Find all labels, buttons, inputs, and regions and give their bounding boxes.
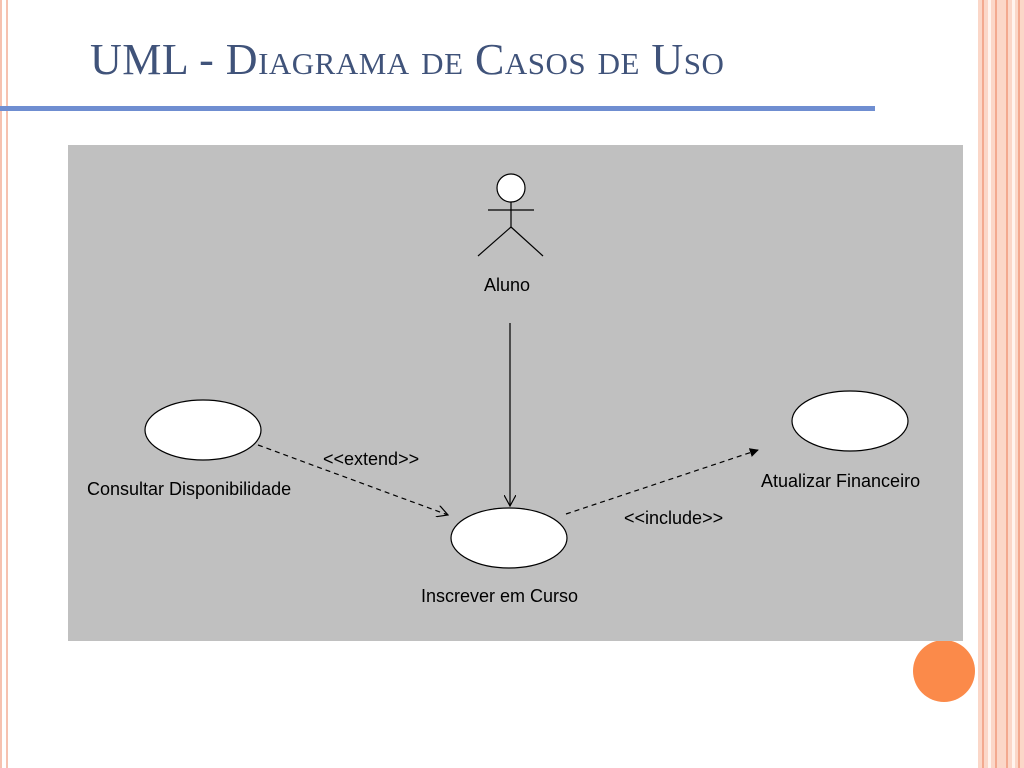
actor-left-leg bbox=[477, 226, 512, 257]
diagram-canvas: Aluno <<extend>> Consultar Disponibilida… bbox=[68, 145, 963, 641]
diagram-svg bbox=[144, 173, 909, 569]
extend-label: <<extend>> bbox=[323, 449, 420, 469]
actor-head bbox=[496, 173, 526, 203]
use-case-inscrever-ellipse bbox=[450, 507, 568, 569]
accent-circle bbox=[913, 640, 975, 702]
right-decor-line bbox=[995, 0, 997, 768]
extend-arrow bbox=[257, 444, 448, 515]
actor-label: Aluno bbox=[484, 275, 531, 295]
right-decor-line bbox=[988, 0, 991, 768]
use-case-consultar-label: Consultar Disponibilidade bbox=[87, 479, 292, 499]
include-label: <<include>> bbox=[624, 508, 724, 528]
left-decor-stripe bbox=[6, 0, 8, 768]
right-decor-line bbox=[1006, 0, 1008, 768]
title-underline bbox=[0, 106, 875, 111]
right-decor-line bbox=[982, 0, 984, 768]
right-decor-line bbox=[1012, 0, 1015, 768]
use-case-atualizar-label: Atualizar Financeiro bbox=[761, 471, 921, 491]
left-decor-stripe bbox=[0, 0, 2, 768]
use-case-consultar-ellipse bbox=[144, 399, 262, 461]
page-title: UML - Diagrama de Casos de Uso bbox=[90, 35, 725, 84]
actor-stick-figure bbox=[477, 173, 544, 257]
use-case-inscrever-label: Inscrever em Curso bbox=[421, 586, 579, 606]
actor-right-leg bbox=[510, 226, 544, 257]
include-arrow bbox=[565, 448, 759, 515]
right-decor-band bbox=[978, 0, 1024, 768]
use-case-atualizar-ellipse bbox=[791, 390, 909, 452]
right-decor-line bbox=[1018, 0, 1020, 768]
